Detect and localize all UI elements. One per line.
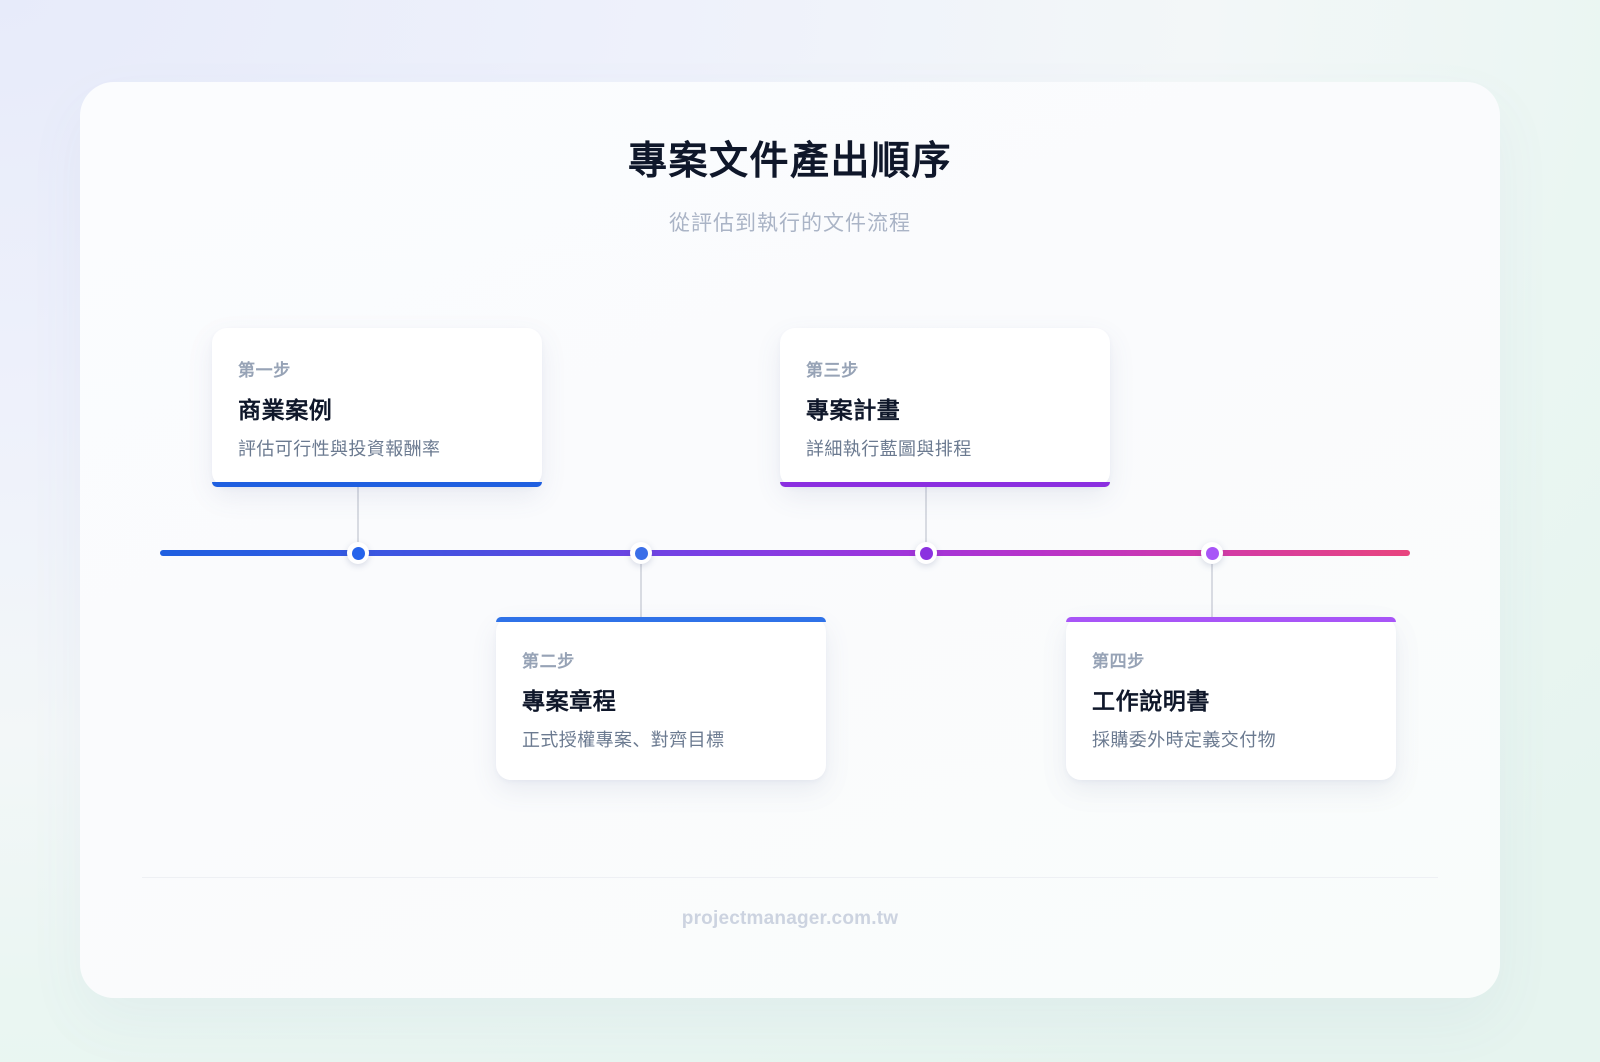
timeline-node-2-dot [634,546,648,560]
step-card-4-desc: 採購委外時定義交付物 [1092,730,1276,750]
step-card-3-desc: 詳細執行藍圖與排程 [806,439,972,459]
step-card-3-label: 第三步 [806,361,859,380]
timeline-node-4-dot [1205,546,1219,560]
step-card-4-label: 第四步 [1092,652,1145,671]
step-card-1-label: 第一步 [238,361,291,380]
step-card-1[interactable]: 第一步 商業案例 評估可行性與投資報酬率 [212,328,542,487]
step-card-3-accent [780,482,1110,487]
timeline-node-1-dot [351,546,365,560]
connector-stem-3 [925,485,927,553]
step-card-3-title: 專案計畫 [806,397,901,423]
timeline-rail [160,550,1410,556]
timeline-diagram: 第一步 商業案例 評估可行性與投資報酬率 第二步 專案章程 正式授權專案、對齊目… [80,82,1500,998]
step-card-2-title: 專案章程 [522,688,617,714]
connector-stem-2 [640,559,642,621]
step-card-2-desc: 正式授權專案、對齊目標 [522,730,725,750]
step-card-4[interactable]: 第四步 工作說明書 採購委外時定義交付物 [1066,617,1396,780]
step-card-1-accent [212,482,542,487]
timeline-node-1[interactable] [347,542,369,564]
connector-stem-4 [1211,559,1213,621]
step-card-2[interactable]: 第二步 專案章程 正式授權專案、對齊目標 [496,617,826,780]
main-panel: 專案文件產出順序 從評估到執行的文件流程 第一步 商業案例 評估可行性與投資報酬… [80,82,1500,998]
step-card-1-title: 商業案例 [238,397,333,423]
step-card-1-desc: 評估可行性與投資報酬率 [238,439,441,459]
page-subtitle: 從評估到執行的文件流程 [669,211,911,235]
footer-brand: projectmanager.com.tw [681,908,899,929]
step-card-4-accent [1066,617,1396,622]
connector-stem-1 [357,485,359,553]
timeline-node-4[interactable] [1201,542,1223,564]
step-card-2-accent [496,617,826,622]
footer-divider [142,877,1438,878]
timeline-node-3-dot [919,546,933,560]
timeline-node-2[interactable] [630,542,652,564]
step-card-3[interactable]: 第三步 專案計畫 詳細執行藍圖與排程 [780,328,1110,487]
step-card-2-label: 第二步 [522,652,575,671]
page-title: 專案文件產出順序 [627,140,952,183]
step-card-4-title: 工作說明書 [1092,688,1210,714]
header: 專案文件產出順序 從評估到執行的文件流程 [80,140,1500,237]
timeline-node-3[interactable] [915,542,937,564]
